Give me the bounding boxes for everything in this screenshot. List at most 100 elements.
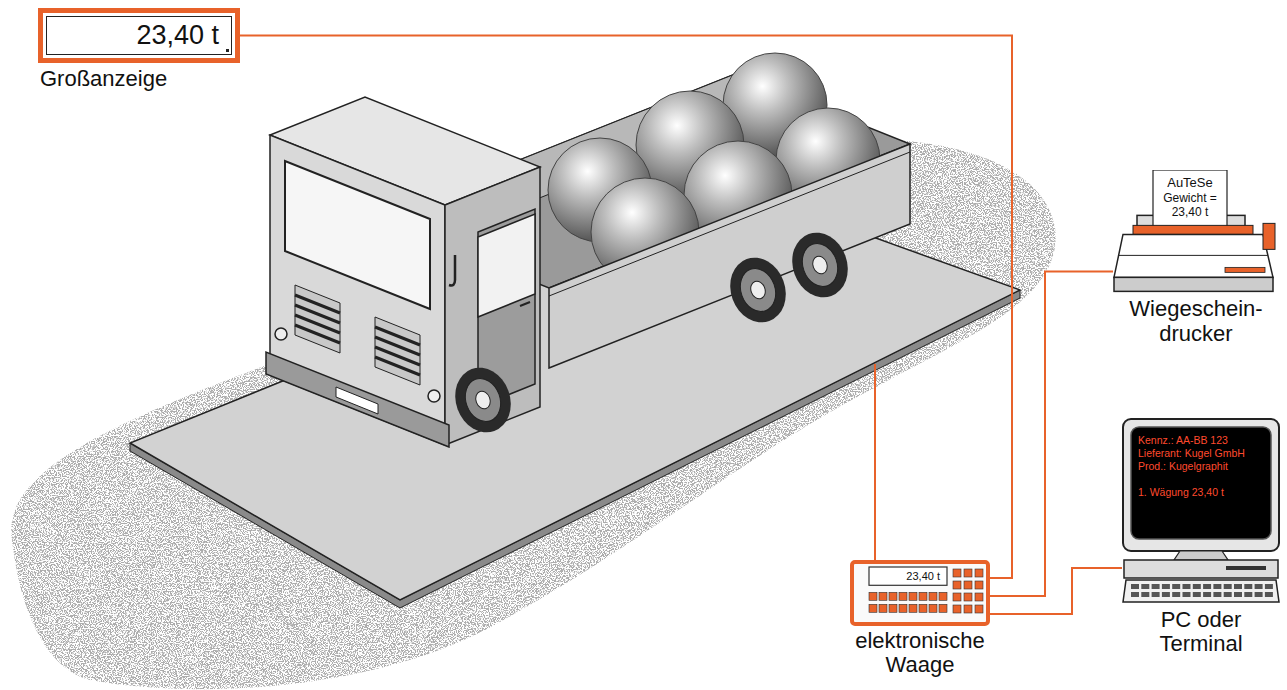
keyboard-key: [1172, 584, 1180, 589]
grille: [375, 317, 420, 385]
keyboard-key: [1131, 584, 1139, 589]
ticket-line: AuTeSe: [1154, 175, 1226, 191]
keyboard-key: [1162, 592, 1170, 597]
printer-front: [1114, 277, 1273, 291]
keyboard-key: [1244, 592, 1252, 597]
terminal-key: [869, 592, 877, 600]
grille-slats: [295, 295, 340, 343]
terminal-key: [909, 592, 917, 600]
terminal-key: [975, 581, 983, 589]
cargo-bed-side: [549, 144, 910, 368]
cab-side: [445, 167, 540, 445]
scale-display-text: 23,40 t: [872, 569, 944, 583]
screen-line: Kennz.: AA-BB 123: [1138, 434, 1264, 447]
rear-wheel: [721, 250, 794, 330]
screen-line: Lieferant: Kugel GmbH: [1138, 447, 1264, 460]
keyboard-key: [1172, 592, 1180, 597]
terminal-key: [975, 593, 983, 601]
grille: [295, 285, 340, 353]
screen-line: 1. Wägung 23,40 t: [1138, 486, 1264, 499]
scale-frame: 23,40 t: [850, 560, 990, 626]
terminal-key: [899, 604, 907, 612]
door-handle: [520, 302, 530, 306]
keyboard: [1123, 580, 1279, 602]
drive-slot: [1226, 566, 1266, 570]
keyboard-key: [1213, 592, 1221, 597]
keyboard-key: [1141, 584, 1149, 589]
computer-case: [1124, 560, 1278, 578]
headlight: [275, 328, 287, 340]
terminal-key: [964, 581, 972, 589]
keyboard-key: [1224, 592, 1232, 597]
terminal-key: [879, 592, 887, 600]
keyboard-key: [1152, 584, 1160, 589]
keyboard-key: [1265, 584, 1273, 589]
display-reading: 23,40 t: [59, 20, 219, 51]
scale-terminal: 23,40 t elektronische Waage: [830, 560, 1010, 677]
bumper: [266, 352, 449, 447]
cargo-bed-rim: [549, 152, 910, 296]
headlight: [428, 390, 440, 402]
keyboard-key: [1265, 592, 1273, 597]
side-mirror: [449, 255, 455, 285]
terminal-key: [953, 605, 961, 613]
display-screen: 23,40 t: [46, 16, 232, 55]
grille-slats: [375, 327, 420, 375]
status-dot: [226, 49, 229, 52]
keyboard-key: [1255, 584, 1263, 589]
keyboard-key: [1193, 584, 1201, 589]
load-cell-wire: [874, 364, 876, 560]
platen: [1133, 225, 1253, 234]
terminal-key: [939, 604, 947, 612]
screen-text: Kennz.: AA-BB 123Lieferant: Kugel GmbHPr…: [1138, 434, 1264, 500]
door-window: [478, 214, 535, 317]
signal-cable: [240, 36, 1012, 578]
front-wheel: [446, 360, 519, 440]
control-strip: [1225, 267, 1265, 272]
license-plate: [336, 387, 378, 414]
ticket-printer: AuTeSeGewicht = 23,40 tWiegeschein- druc…: [1113, 170, 1279, 346]
terminal-key: [953, 581, 961, 589]
terminal-key: [909, 604, 917, 612]
keyboard-key: [1203, 592, 1211, 597]
keyboard-key: [1203, 584, 1211, 589]
terminal-key: [939, 592, 947, 600]
terminal-key: [964, 569, 972, 577]
terminal-display: [869, 567, 947, 585]
dust-cloud: [11, 139, 1055, 689]
terminal-key: [964, 605, 972, 613]
terminal-key: [869, 604, 877, 612]
terminal-key: [879, 604, 887, 612]
terminal-key: [975, 605, 983, 613]
keyboard-key: [1183, 592, 1191, 597]
keyboard-key: [1255, 592, 1263, 597]
pc-frame: Kennz.: AA-BB 123Lieferant: Kugel GmbHPr…: [1122, 418, 1280, 604]
screen-line: Prod.: Kugelgraphit: [1138, 460, 1264, 473]
signal-cable: [990, 271, 1113, 596]
keyboard-key: [1234, 592, 1242, 597]
display-frame: 23,40 t: [38, 8, 240, 63]
keyboard-key: [1234, 584, 1242, 589]
monitor-stand: [1174, 551, 1228, 560]
monitor-housing: [1123, 419, 1279, 551]
device-label: Wiegeschein- drucker: [1113, 297, 1279, 345]
large-display: 23,40 tGroßanzeige: [38, 8, 240, 91]
keyboard-key: [1224, 584, 1232, 589]
cab-front: [270, 135, 445, 445]
scale-terminal-icon: [850, 560, 990, 626]
signal-cable: [990, 568, 1122, 614]
rear-wheel: [783, 225, 856, 305]
feed-knob: [1263, 223, 1275, 249]
terminal-key: [929, 592, 937, 600]
weigh-ticket: [1153, 170, 1227, 233]
keyboard-key: [1152, 592, 1160, 597]
device-label: elektronische Waage: [830, 629, 1010, 677]
printer-body: [1114, 234, 1273, 277]
terminal-key: [929, 604, 937, 612]
keyboard-key: [1193, 592, 1201, 597]
keyboard-key: [1183, 584, 1191, 589]
terminal-housing: [852, 562, 988, 624]
